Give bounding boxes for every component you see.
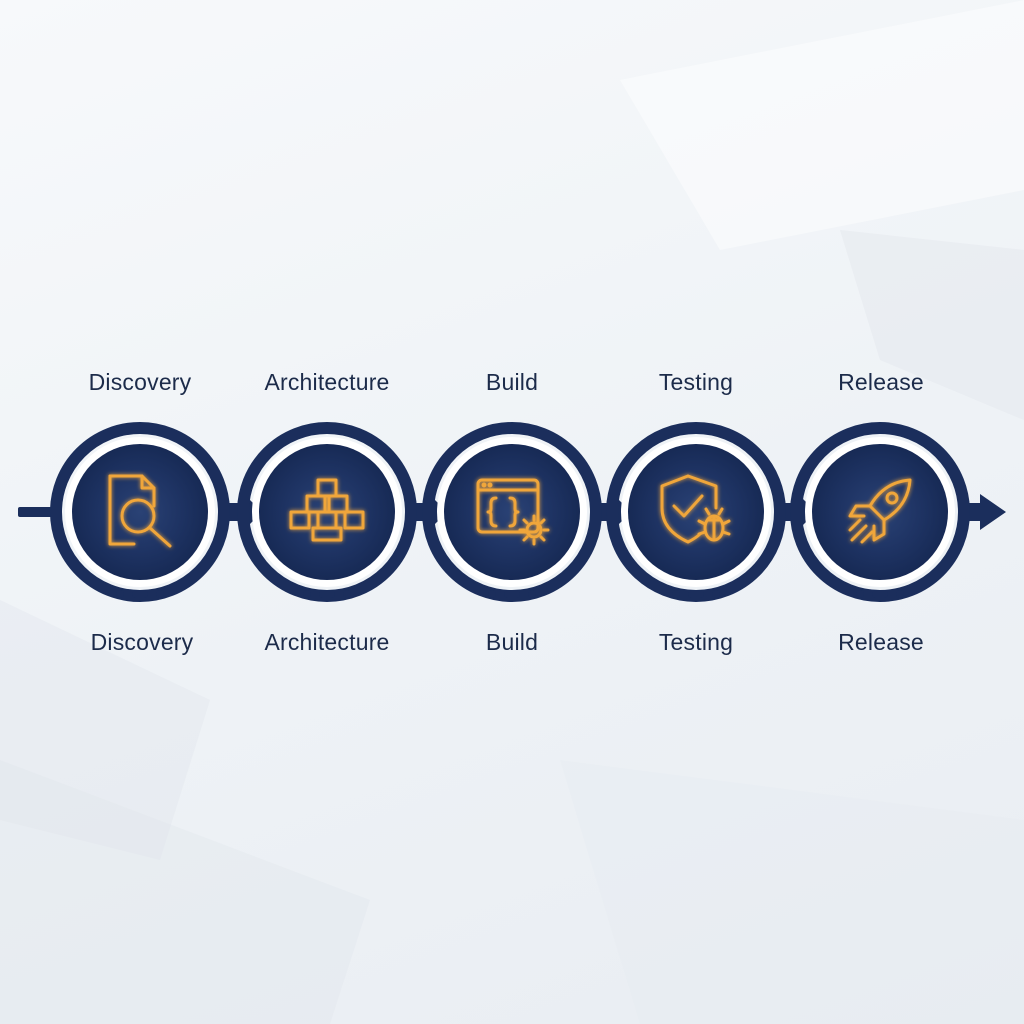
stage-label-top-discovery: Discovery xyxy=(88,369,192,395)
stage-label-bottom-discovery: Discovery xyxy=(90,629,194,655)
stage-node-testing xyxy=(606,422,786,602)
stacked-blocks-icon xyxy=(289,478,365,542)
dots-indicator xyxy=(672,590,720,598)
stage-label-bottom-build: Build xyxy=(485,629,539,655)
stage-label-bottom-testing: Testing xyxy=(658,629,734,655)
shield-check-bug-icon xyxy=(660,474,731,544)
stage-node-release xyxy=(790,422,970,602)
document-search-icon xyxy=(108,474,172,548)
dots-indicator xyxy=(303,590,351,598)
dots-indicator xyxy=(856,590,904,598)
stage-node-build xyxy=(422,422,602,602)
stage-node-discovery xyxy=(50,422,230,602)
code-window-gear-icon xyxy=(476,478,550,546)
stage-label-top-build: Build xyxy=(485,369,539,395)
dots-indicator xyxy=(116,590,164,598)
stage-label-top-testing: Testing xyxy=(658,369,734,395)
stage-label-bottom-architecture: Architecture xyxy=(264,629,390,655)
stage-label-top-architecture: Architecture xyxy=(264,369,390,395)
dots-indicator xyxy=(488,590,536,598)
stage-node-architecture xyxy=(237,422,417,602)
rocket-icon xyxy=(848,478,912,544)
stage-label-bottom-release: Release xyxy=(838,629,924,655)
stage-label-top-release: Release xyxy=(838,369,924,395)
